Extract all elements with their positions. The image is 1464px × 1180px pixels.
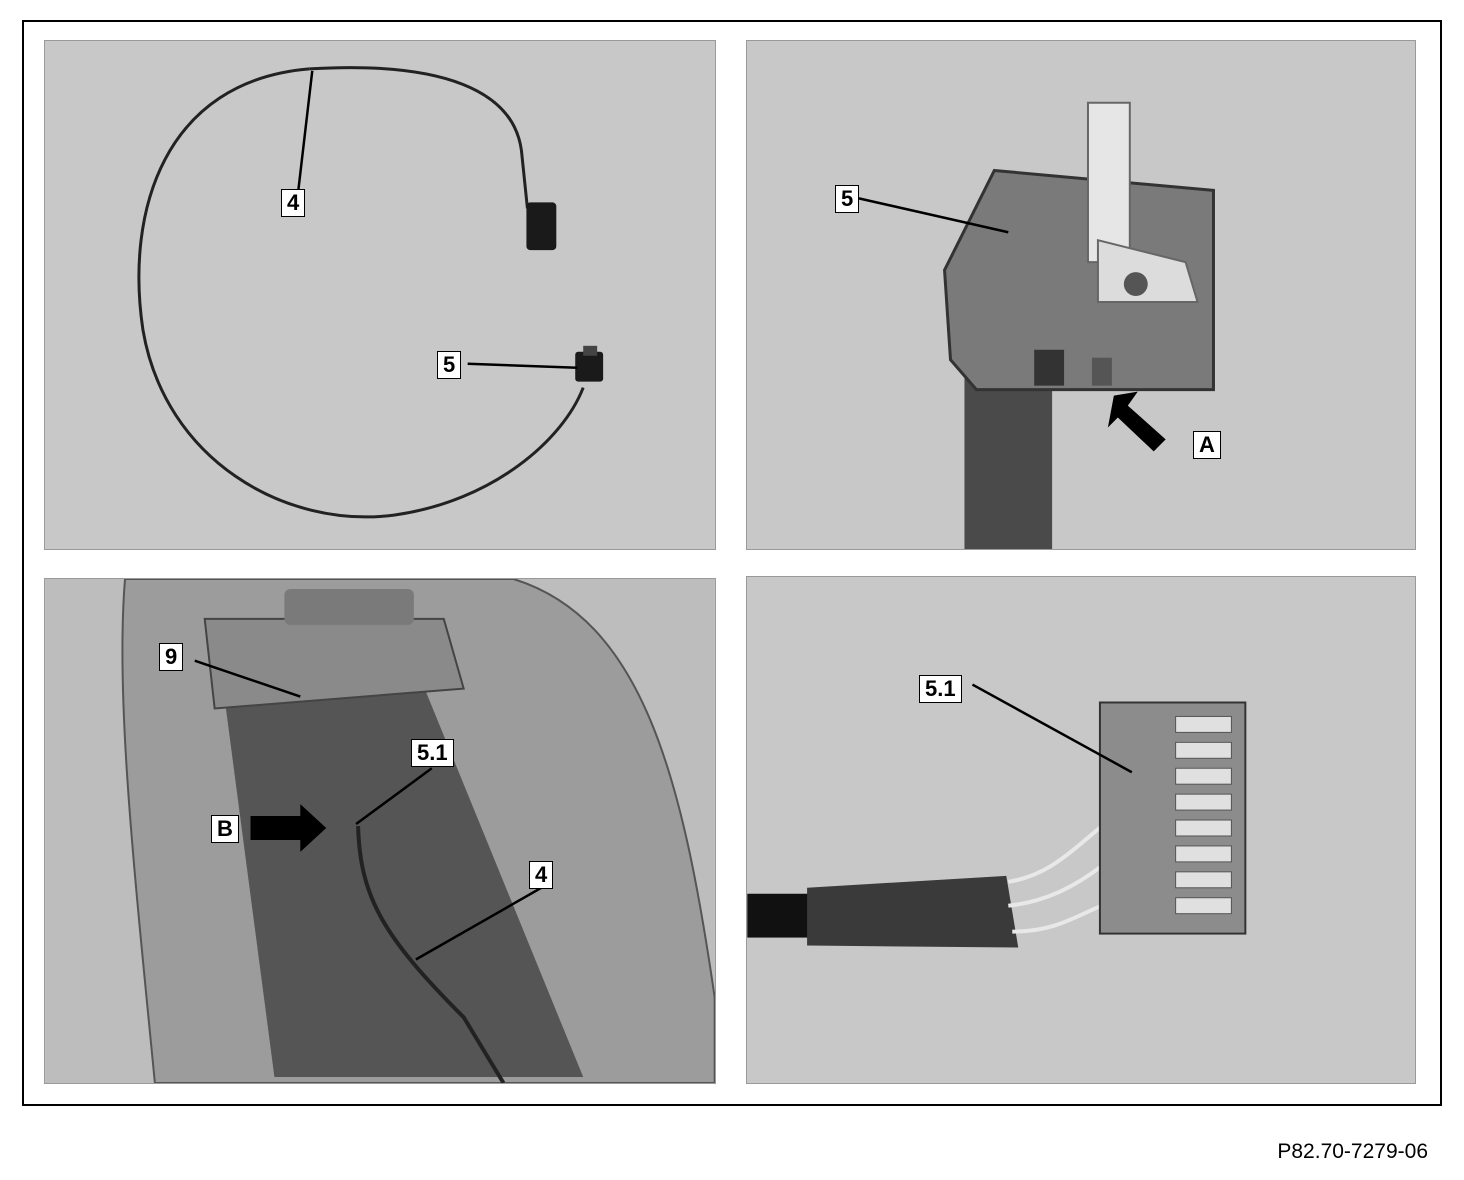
armrest-illustration bbox=[45, 579, 715, 1083]
cable-end-plug bbox=[526, 202, 557, 251]
arrow-a bbox=[1107, 391, 1166, 452]
callout-9: 9 bbox=[159, 643, 184, 671]
callout-5-1: 5.1 bbox=[411, 739, 454, 767]
terminal-block bbox=[1098, 701, 1247, 935]
figure-reference: P82.70-7279-06 bbox=[1277, 1140, 1428, 1163]
terminal-block-illustration bbox=[747, 683, 1247, 948]
locking-clip bbox=[1086, 101, 1131, 264]
connector-illustration bbox=[858, 101, 1215, 549]
cable-4-routing bbox=[356, 825, 506, 1083]
cable-sleeve bbox=[807, 875, 1019, 948]
callout-a: A bbox=[1193, 431, 1221, 459]
callout-4: 4 bbox=[529, 861, 554, 889]
cable-illustration bbox=[137, 66, 604, 519]
callout-5: 5 bbox=[835, 185, 860, 213]
connector-housing bbox=[943, 168, 1215, 392]
compartment-floor bbox=[224, 686, 584, 1078]
callout-4: 4 bbox=[281, 189, 306, 217]
arrow-b bbox=[250, 804, 327, 852]
connector-5-shape bbox=[575, 351, 604, 382]
callout-b: B bbox=[211, 815, 239, 843]
cable-sleeve bbox=[964, 369, 1053, 549]
panel-connector-closeup: 5 A bbox=[746, 40, 1416, 550]
panel-armrest-installation: 9 5.1 B 4 bbox=[44, 578, 716, 1084]
panel-connector-5-1-closeup: 5.1 bbox=[746, 576, 1416, 1084]
panel-cable-overview: 4 5 bbox=[44, 40, 716, 550]
callout-5-1: 5.1 bbox=[919, 675, 962, 703]
callout-5: 5 bbox=[437, 351, 462, 379]
